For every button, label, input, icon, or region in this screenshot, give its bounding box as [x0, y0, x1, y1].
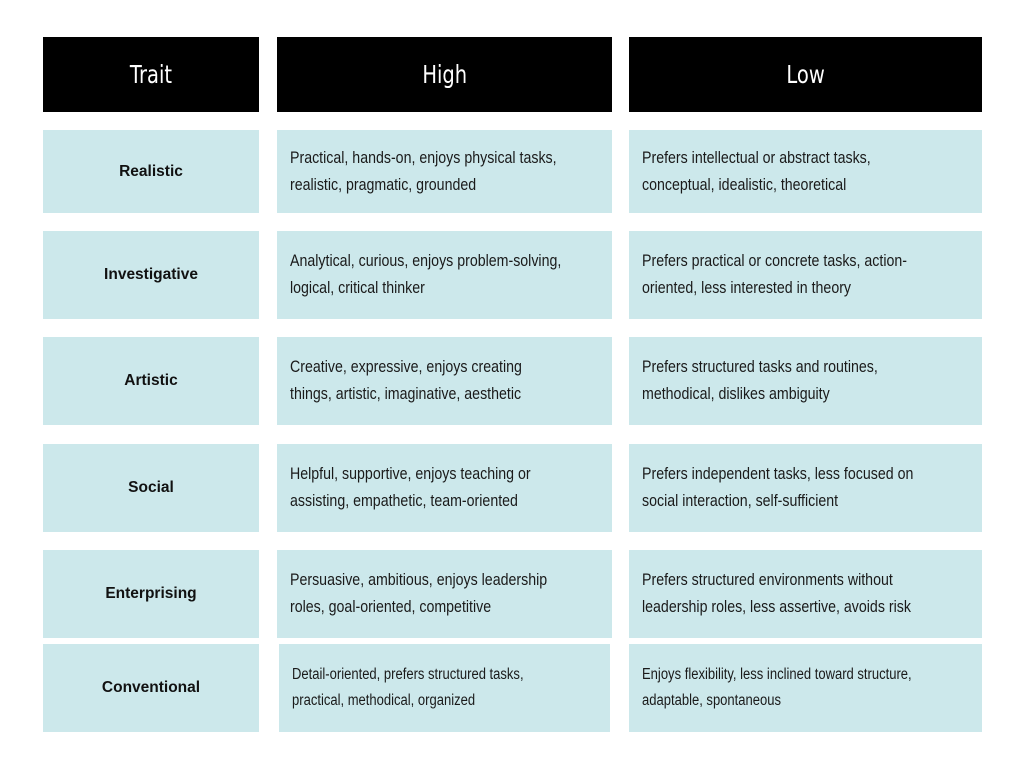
high-artistic: Creative, expressive, enjoys creating th… [277, 337, 612, 425]
header-trait: Trait [43, 37, 259, 112]
low-artistic: Prefers structured tasks and routines, m… [629, 337, 982, 425]
trait-investigative: Investigative [43, 231, 259, 319]
trait-social: Social [43, 444, 259, 532]
trait-conventional: Conventional [43, 644, 259, 732]
trait-realistic: Realistic [43, 130, 259, 213]
low-enterprising: Prefers structured environments without … [629, 550, 982, 638]
high-conventional: Detail-oriented, prefers structured task… [279, 644, 610, 732]
low-investigative: Prefers practical or concrete tasks, act… [629, 231, 982, 319]
trait-artistic: Artistic [43, 337, 259, 425]
low-conventional: Enjoys flexibility, less inclined toward… [629, 644, 982, 732]
low-realistic: Prefers intellectual or abstract tasks, … [629, 130, 982, 213]
trait-enterprising: Enterprising [43, 550, 259, 638]
high-social: Helpful, supportive, enjoys teaching or … [277, 444, 612, 532]
header-low: Low [629, 37, 982, 112]
high-investigative: Analytical, curious, enjoys problem-solv… [277, 231, 612, 319]
header-high: High [277, 37, 612, 112]
high-enterprising: Persuasive, ambitious, enjoys leadership… [277, 550, 612, 638]
low-social: Prefers independent tasks, less focused … [629, 444, 982, 532]
high-realistic: Practical, hands-on, enjoys physical tas… [277, 130, 612, 213]
